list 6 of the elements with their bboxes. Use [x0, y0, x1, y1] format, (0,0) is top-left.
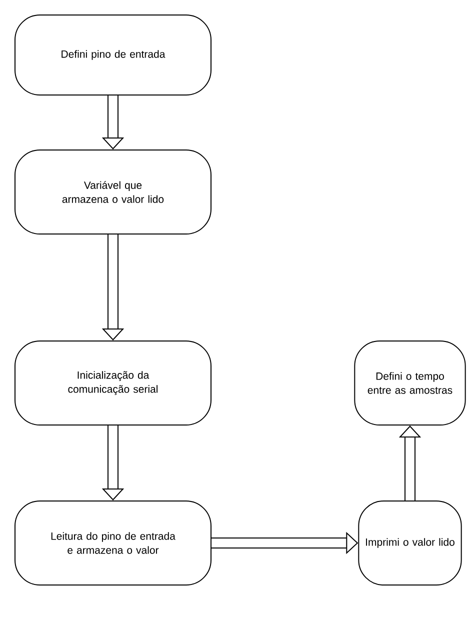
process-box: Variável que armazena o valor lido	[14, 150, 212, 234]
process-box: Inicialização da comunicação serial	[14, 340, 212, 426]
process-box: Leitura do pino de entrada e armazena o valor	[14, 500, 212, 586]
process-box: Defini pino de entrada	[14, 14, 212, 96]
process-box: Imprimi o valor lido	[358, 500, 462, 586]
process-box: Defini o tempo entre as amostras	[354, 340, 466, 426]
